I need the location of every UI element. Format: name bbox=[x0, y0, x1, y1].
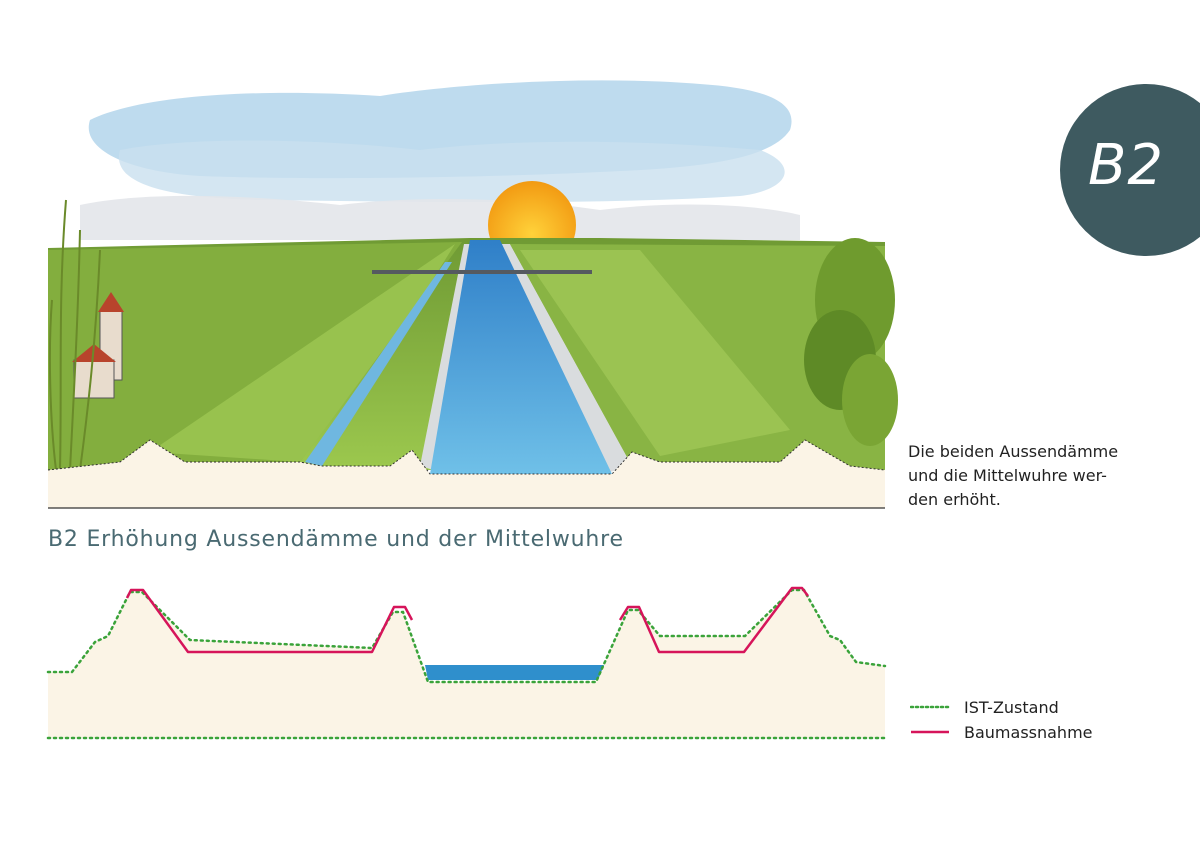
illustration-ground bbox=[48, 440, 885, 508]
bridge bbox=[372, 270, 592, 274]
solid-line-swatch bbox=[911, 730, 949, 734]
trees bbox=[804, 238, 898, 446]
description-line: Die beiden Aussendämme bbox=[908, 442, 1119, 461]
description-line: den erhöht. bbox=[908, 490, 1001, 509]
small-channel bbox=[305, 262, 452, 466]
reeds bbox=[48, 199, 101, 471]
construction-profile-left bbox=[125, 588, 414, 654]
description-line: und die Mittelwuhre wer- bbox=[908, 466, 1107, 485]
legend-label-construction: Baumassnahme bbox=[964, 722, 1093, 742]
ground-fill bbox=[48, 590, 885, 738]
construction-profile-right bbox=[618, 586, 809, 654]
section-title: B2 Erhöhung Aussendämme und der Mittelwu… bbox=[48, 527, 624, 552]
church bbox=[72, 292, 124, 399]
canal-water bbox=[430, 240, 612, 474]
legend-item-construction: Baumassnahme bbox=[910, 722, 1093, 742]
legend-item-existing: IST-Zustand bbox=[910, 697, 1059, 717]
description-text: Die beiden Aussendämme und die Mittelwuh… bbox=[908, 440, 1158, 512]
canal-landscape-illustration bbox=[47, 80, 898, 509]
legend-label-existing: IST-Zustand bbox=[964, 697, 1059, 717]
badge-label: B2 bbox=[1088, 133, 1165, 198]
left-field bbox=[48, 242, 462, 470]
section-badge bbox=[1060, 84, 1200, 256]
clouds bbox=[80, 80, 800, 240]
dotted-line-swatch bbox=[910, 705, 950, 709]
channel-water bbox=[425, 665, 604, 680]
